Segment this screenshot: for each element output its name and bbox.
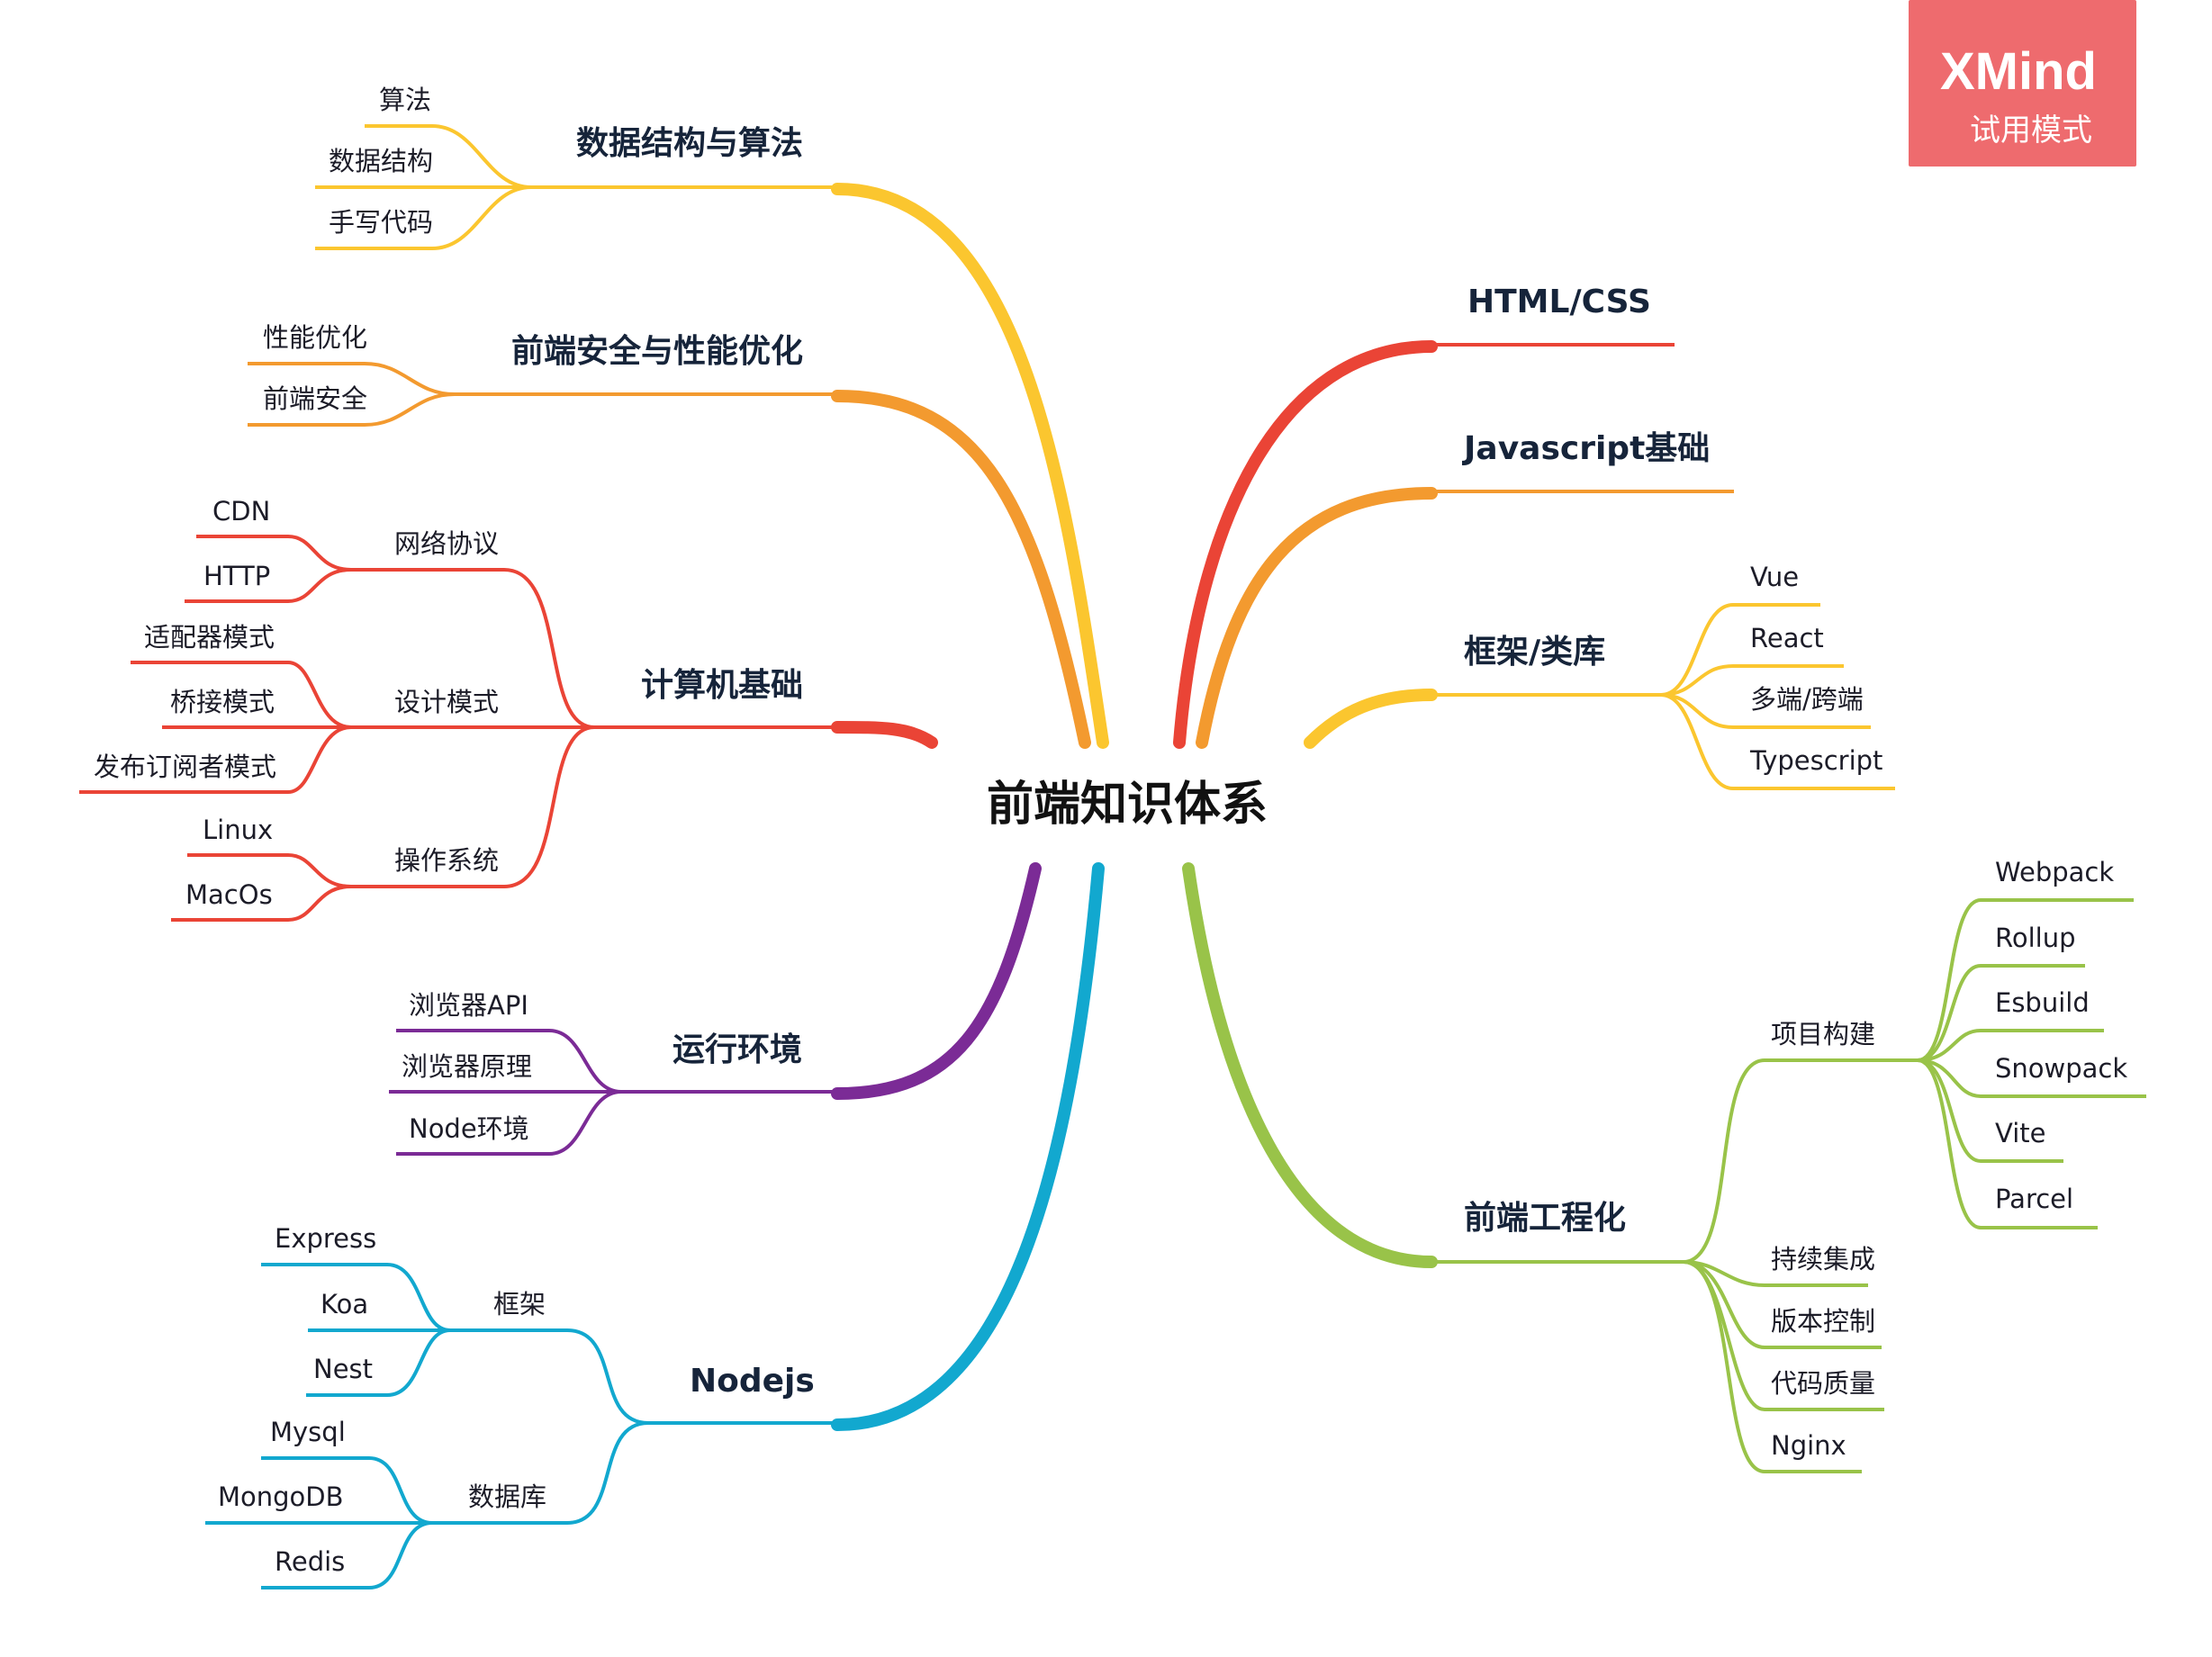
leaf-redis[interactable]: Redis: [275, 1546, 346, 1577]
leaf-frontend-security[interactable]: 前端安全: [263, 383, 368, 414]
leaf-adapter-pattern[interactable]: 适配器模式: [144, 622, 275, 653]
leaf-express[interactable]: Express: [275, 1223, 377, 1254]
main-link-security: [831, 390, 1091, 749]
main-link-html: [1173, 340, 1438, 749]
branch-dsa[interactable]: 数据结构与算法: [576, 125, 804, 162]
group-nginx[interactable]: Nginx: [1771, 1430, 1846, 1461]
badge-title: XMind: [1940, 42, 2097, 101]
leaf-browser-api[interactable]: 浏览器API: [409, 990, 528, 1021]
leaf-rollup[interactable]: Rollup: [1995, 923, 2076, 953]
group-node-frameworks[interactable]: 框架: [493, 1289, 546, 1319]
main-link-cs: [831, 721, 938, 749]
branch-runtime[interactable]: 运行环境: [673, 1031, 803, 1068]
main-link-engineering: [1182, 862, 1438, 1268]
leaf-pubsub-pattern[interactable]: 发布订阅者模式: [94, 752, 277, 782]
leaf-algorithm[interactable]: 算法: [379, 85, 432, 115]
branch-html-css[interactable]: HTML/CSS: [1467, 284, 1651, 320]
root-topic[interactable]: 前端知识体系: [987, 778, 1269, 832]
branch-cs[interactable]: 计算机基础: [641, 667, 804, 704]
leaf-cdn[interactable]: CDN: [212, 496, 271, 527]
leaf-snowpack[interactable]: Snowpack: [1995, 1053, 2128, 1084]
leaf-browser-internals[interactable]: 浏览器原理: [402, 1051, 533, 1082]
group-ci[interactable]: 持续集成: [1771, 1244, 1876, 1274]
leaf-perf-optimization[interactable]: 性能优化: [263, 322, 368, 353]
group-design-patterns[interactable]: 设计模式: [394, 687, 500, 717]
leaf-vue[interactable]: Vue: [1750, 562, 1800, 592]
xmind-trial-badge[interactable]: XMind 试用模式: [1909, 0, 2136, 167]
main-link-runtime: [831, 862, 1042, 1100]
leaf-esbuild[interactable]: Esbuild: [1995, 987, 2090, 1018]
leaf-macos[interactable]: MacOs: [185, 879, 273, 910]
leaf-nest[interactable]: Nest: [313, 1354, 374, 1384]
leaf-bridge-pattern[interactable]: 桥接模式: [170, 687, 275, 717]
badge-subtitle: 试用模式: [1970, 113, 2092, 149]
leaf-cross-platform[interactable]: 多端/跨端: [1750, 684, 1864, 715]
group-build[interactable]: 项目构建: [1771, 1019, 1876, 1049]
leaf-typescript[interactable]: Typescript: [1750, 745, 1883, 776]
leaf-react[interactable]: React: [1750, 623, 1824, 653]
leaf-parcel[interactable]: Parcel: [1995, 1184, 2074, 1214]
leaf-koa[interactable]: Koa: [321, 1289, 369, 1319]
branch-security[interactable]: 前端安全与性能优化: [511, 333, 804, 370]
leaf-handwritten-code[interactable]: 手写代码: [329, 207, 434, 238]
group-network[interactable]: 网络协议: [394, 528, 500, 559]
group-databases[interactable]: 数据库: [468, 1481, 547, 1512]
leaf-linux[interactable]: Linux: [203, 815, 274, 845]
group-version-control[interactable]: 版本控制: [1771, 1306, 1876, 1337]
branch-engineering[interactable]: 前端工程化: [1464, 1200, 1627, 1237]
leaf-data-structure[interactable]: 数据结构: [329, 146, 434, 176]
branch-nodejs[interactable]: Nodejs: [690, 1363, 815, 1400]
group-code-quality[interactable]: 代码质量: [1771, 1368, 1876, 1399]
main-link-dsa: [831, 183, 1109, 749]
main-link-frameworks: [1304, 689, 1438, 749]
leaf-webpack[interactable]: Webpack: [1995, 857, 2115, 887]
leaf-mongodb[interactable]: MongoDB: [218, 1481, 344, 1512]
branch-frameworks[interactable]: 框架/类库: [1464, 634, 1606, 671]
leaf-http[interactable]: HTTP: [203, 561, 271, 591]
leaf-mysql[interactable]: Mysql: [270, 1417, 346, 1447]
leaf-vite[interactable]: Vite: [1995, 1118, 2046, 1148]
group-os[interactable]: 操作系统: [394, 845, 500, 876]
main-link-js: [1196, 487, 1438, 749]
branch-js-basics[interactable]: Javascript基础: [1464, 430, 1711, 467]
main-link-nodejs: [831, 862, 1105, 1431]
leaf-node-env[interactable]: Node环境: [409, 1113, 529, 1144]
